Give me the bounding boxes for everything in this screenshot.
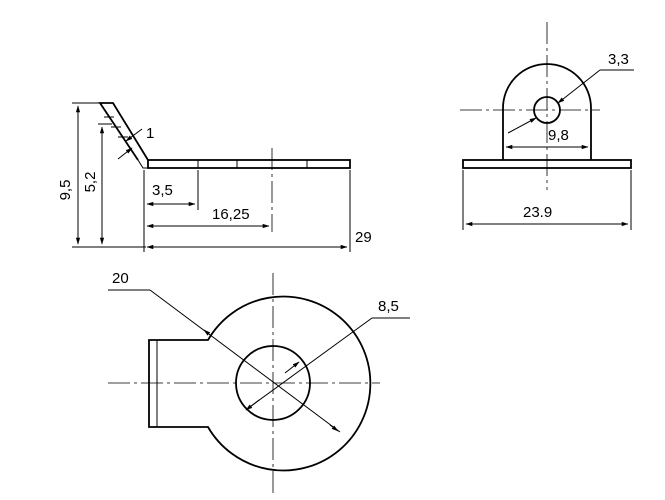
dim-text-front-span: 9,8 <box>548 127 569 144</box>
plan-view: 20 8,5 <box>108 270 410 495</box>
dim-text-hole-diameter: 3,3 <box>608 51 629 68</box>
dim-line-thickness <box>125 128 143 142</box>
dim-text-front-width: 23.9 <box>523 204 552 221</box>
dim-text-offset: 3,5 <box>152 182 173 199</box>
dim-text-height-total: 9,5 <box>57 180 74 201</box>
dim-text-thickness: 1 <box>146 125 154 142</box>
plan-view-outline <box>148 295 372 472</box>
front-view: 3,3 9,8 23.9 <box>460 22 634 230</box>
dim-text-height-inner: 5,2 <box>82 172 99 193</box>
side-view: 9,5 5,2 1 3,5 16,25 29 <box>57 102 372 252</box>
side-view-extension-lines <box>72 102 351 252</box>
dim-text-hole-diameter-plan: 8,5 <box>378 298 399 315</box>
side-view-base-plate <box>147 159 351 169</box>
dim-text-total-length: 29 <box>355 229 372 246</box>
side-view-bent-tab <box>98 102 149 161</box>
dim-text-outer-diameter: 20 <box>112 270 129 287</box>
front-view-upright <box>502 63 592 160</box>
dim-text-mid-length: 16,25 <box>212 206 250 223</box>
